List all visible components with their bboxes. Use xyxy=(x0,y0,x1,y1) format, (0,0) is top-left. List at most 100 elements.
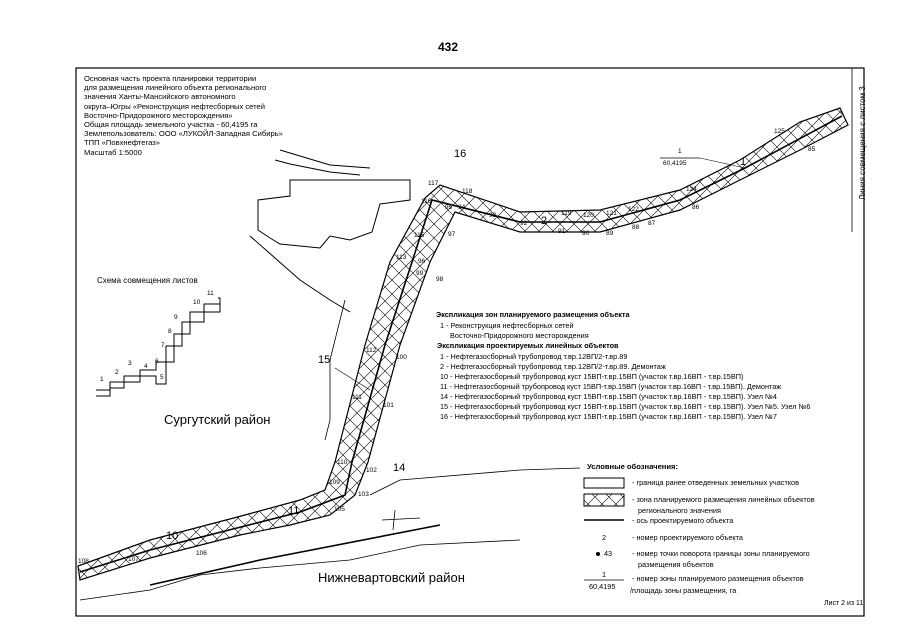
road-line xyxy=(274,159,361,176)
title-block: Основная часть проекта планировки террит… xyxy=(84,74,283,157)
convention-text: - граница ранее отведенных земельных уча… xyxy=(632,478,799,487)
point-label: 108 xyxy=(78,558,89,565)
planned-zone-hatch xyxy=(77,107,849,581)
page-number: 432 xyxy=(438,40,459,54)
zone-leader-line xyxy=(699,157,746,169)
object-item: 10 - Нефтегазосборный трубопровод куст 1… xyxy=(440,372,744,381)
object-label: 16 xyxy=(454,148,467,160)
legend-point-swatch xyxy=(596,552,600,556)
zone-area: 60,4195 xyxy=(663,160,687,167)
point-label: 121 xyxy=(606,210,617,217)
point-label: 119 xyxy=(561,210,572,217)
object-label: 2 xyxy=(541,215,548,227)
schema-number: 9 xyxy=(174,314,178,321)
point-label: 88 xyxy=(632,224,640,231)
object-item: 2 - Нефтегазосборный трубопровод т.вр.12… xyxy=(440,362,666,371)
point-label: 87 xyxy=(648,220,656,227)
district-label-top: Сургутский район xyxy=(164,412,271,427)
object-axis-line-lower xyxy=(149,524,441,586)
object-label: 1 xyxy=(740,156,747,168)
point-label: 98 xyxy=(436,276,444,283)
point-label: 122 xyxy=(628,206,639,213)
title-line: Масштаб 1:5000 xyxy=(84,147,142,157)
schema-outline xyxy=(96,298,221,397)
side-label: Линия совмещения с листом 3 xyxy=(858,86,867,200)
point-label: 93 xyxy=(489,212,497,219)
point-label: 94 xyxy=(458,204,466,211)
point-label: 89 xyxy=(606,230,614,237)
legend-sample-zone-number: 1 xyxy=(602,570,607,579)
sheet-label: Лист 2 из 11 xyxy=(824,600,864,607)
point-label: 120 xyxy=(583,212,594,219)
title-line: округа–Югры «Реконструкция нефтесборных … xyxy=(84,101,265,111)
legend-sample-zone-area: 60,4195 xyxy=(589,582,616,591)
point-label: 113 xyxy=(396,254,407,261)
object-label: 11 xyxy=(288,505,300,517)
point-label: 97 xyxy=(448,231,456,238)
schema-number: 3 xyxy=(128,360,132,367)
object-item: 16 - Нефтегазосборный трубопровод куст 1… xyxy=(440,412,777,421)
point-label: 106 xyxy=(196,550,207,557)
point-label: 95 xyxy=(445,204,453,211)
point-label: 112 xyxy=(366,347,377,354)
objects-explication: 1 - Нефтегазосборный трубопровод т.вр.12… xyxy=(440,352,810,422)
existing-boundary xyxy=(257,179,411,249)
object-axis-line xyxy=(79,115,843,573)
zone-number: 1 xyxy=(678,148,682,155)
point-label: 107 xyxy=(128,556,139,563)
point-label: 116 xyxy=(421,198,432,205)
legend-zone-swatch xyxy=(583,493,625,507)
schema-number: 2 xyxy=(115,369,119,376)
convention-text: - ось проектируемого объекта xyxy=(632,516,734,525)
schema-number: 8 xyxy=(168,328,172,335)
legend-boundary-swatch xyxy=(583,477,625,489)
point-label: 92 xyxy=(520,220,528,227)
object-item: 15 - Нефтегазосборный трубопровод куст 1… xyxy=(440,402,811,411)
schema-number: 4 xyxy=(144,363,148,370)
boundary-line xyxy=(369,467,581,496)
schema-number: 10 xyxy=(193,299,201,306)
point-label: 96 xyxy=(418,258,426,265)
convention-text: - зона планируемого размещения линейных … xyxy=(632,495,815,504)
boundary-line xyxy=(79,539,521,601)
point-label: 125 xyxy=(774,128,785,135)
convention-text: - номер зоны планируемого размещения объ… xyxy=(632,574,804,583)
schema-title: Схема совмещения листов xyxy=(97,276,198,285)
point-label: 91 xyxy=(558,228,566,235)
road-line xyxy=(279,149,371,169)
title-line: ТПП «Повхнефтегаз» xyxy=(84,138,160,148)
point-label: 109 xyxy=(329,479,340,486)
title-line: значения Ханты-Мансийского автономного xyxy=(84,92,236,102)
zones-explication: 1 - Реконструкция нефтесборных сетей Вос… xyxy=(440,321,589,341)
title-line: Основная часть проекта планировки террит… xyxy=(84,74,257,83)
sheet-frame xyxy=(75,67,865,617)
point-label: 100 xyxy=(396,354,407,361)
schema-number: 5 xyxy=(160,374,164,381)
legend-sample-number: 2 xyxy=(602,533,607,542)
point-label: 124 xyxy=(686,186,697,193)
convention-text: /площадь зоны размещения, га xyxy=(630,586,737,595)
point-label: 115 xyxy=(414,232,425,239)
legend-sample-point: 43 xyxy=(604,549,613,558)
title-line: Восточно-Придорожного месторождения» xyxy=(84,110,233,120)
convention-text: - номер точки поворота границы зоны план… xyxy=(632,549,810,558)
boundary-line xyxy=(381,509,421,531)
title-line: для размещения линейного объекта региона… xyxy=(84,83,267,93)
zones-explication-title: Экспликация зон планируемого размещения … xyxy=(436,310,630,319)
point-label: 117 xyxy=(428,180,439,187)
boundary-line xyxy=(324,299,346,441)
title-line: Землепользователь: ООО «ЛУКОЙЛ-Западная … xyxy=(84,129,283,139)
conventions-title: Условные обозначения: xyxy=(587,462,679,471)
convention-text: регионального значения xyxy=(638,506,721,515)
schema-number: 6 xyxy=(155,358,159,365)
object-label: 10 xyxy=(166,530,179,542)
objects-explication-title: Экспликация проектируемых линейных объек… xyxy=(437,341,619,350)
schema-number: 11 xyxy=(207,290,214,297)
point-label: 99 xyxy=(416,270,424,277)
convention-text: - номер проектируемого объекта xyxy=(632,533,743,542)
point-label: 85 xyxy=(808,146,816,153)
point-label: 105 xyxy=(334,506,345,513)
point-label: 110 xyxy=(337,459,348,466)
convention-text: размещения объектов xyxy=(638,560,714,569)
